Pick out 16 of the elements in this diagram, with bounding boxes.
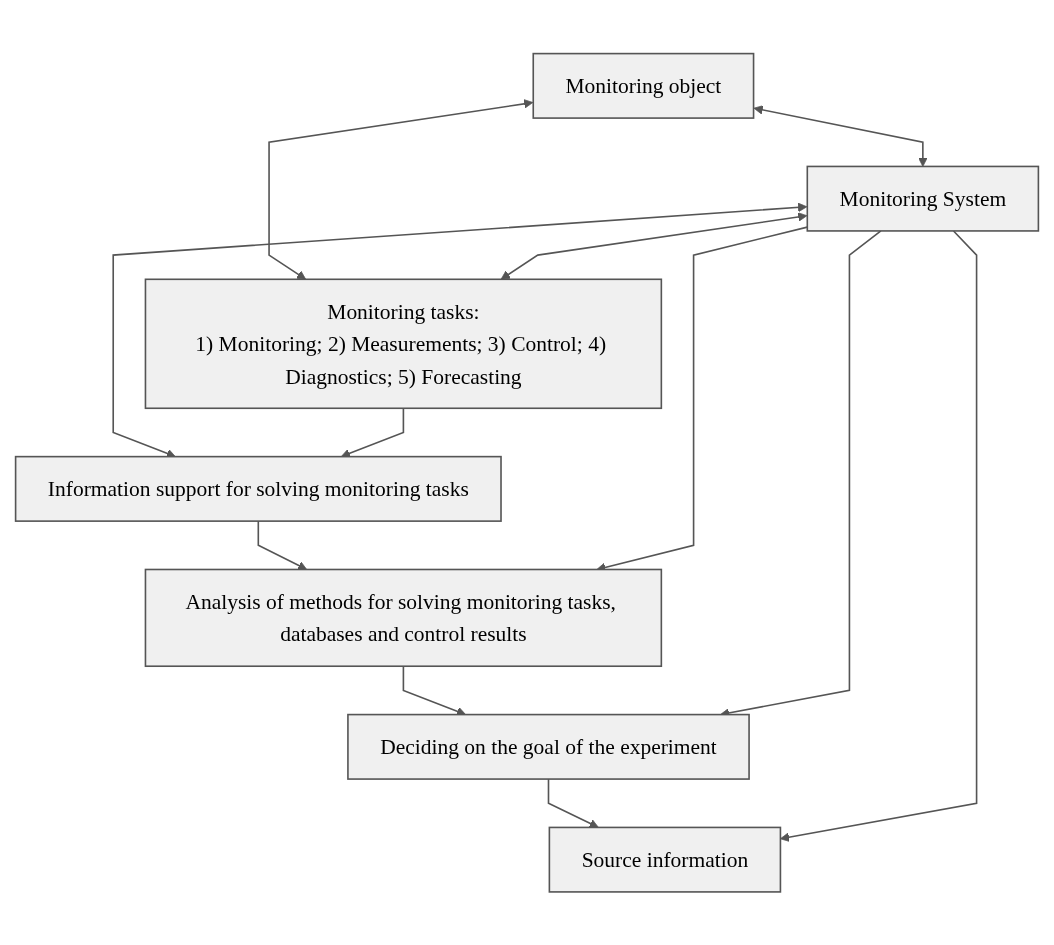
arrow <box>257 520 308 570</box>
arrow <box>500 212 808 280</box>
arrow <box>780 229 978 842</box>
node-box: Deciding on the goal of the experiment <box>347 713 750 780</box>
arrow <box>268 98 534 280</box>
arrow <box>402 665 466 716</box>
node-box: Information support for solving monitoring tasks <box>14 455 502 522</box>
arrow <box>112 202 808 458</box>
node-box: Monitoring object <box>532 52 755 119</box>
node-box: Monitoring tasks: 1) Monitoring; 2) Measurements; 3) Control; 4) Diagnostics; 5) Forecasting <box>144 278 663 409</box>
node-box: Source information <box>548 826 782 893</box>
node-box: Analysis of methods for solving monitoring tasks, databases and control results <box>144 568 663 667</box>
arrow <box>340 407 405 458</box>
arrow <box>753 104 928 167</box>
node-box: Monitoring System <box>806 165 1040 232</box>
arrow <box>547 778 599 828</box>
